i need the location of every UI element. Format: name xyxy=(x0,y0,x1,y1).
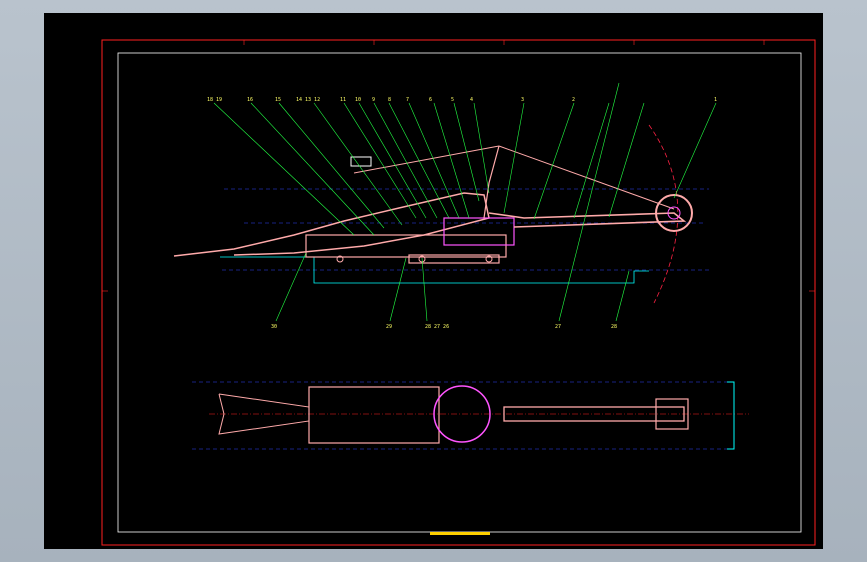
plan-bucket-wheel-boom xyxy=(503,406,685,422)
label-28: 28 xyxy=(611,324,617,330)
plan-main-body xyxy=(308,386,440,444)
label-30: 30 xyxy=(271,324,277,330)
label-6: 6 xyxy=(429,97,432,103)
lower-leader-lines xyxy=(275,82,630,322)
plan-bucket-wheel xyxy=(655,398,689,430)
label-3: 3 xyxy=(521,97,524,103)
label-18-19: 18 19 xyxy=(207,97,222,103)
label-14-13-12: 14 13 12 xyxy=(296,97,320,103)
bucket-wheel-boom xyxy=(488,212,687,228)
lower-labels: 30 29 28 27 26 27 28 xyxy=(271,324,617,330)
plan-view xyxy=(192,381,749,450)
label-5: 5 xyxy=(451,97,454,103)
label-4: 4 xyxy=(470,97,473,103)
plan-discharge-boom xyxy=(218,393,310,435)
cad-viewport[interactable]: 18 19 16 15 14 13 12 11 10 9 8 7 6 5 4 3… xyxy=(44,13,823,549)
mast-stay-rear xyxy=(353,145,500,174)
ground-line xyxy=(220,256,649,284)
upper-leader-lines xyxy=(213,102,717,236)
plan-end-bracket xyxy=(727,381,735,450)
label-16: 16 xyxy=(247,97,253,103)
label-11: 11 xyxy=(340,97,346,103)
label-1: 1 xyxy=(714,97,717,103)
label-29: 29 xyxy=(386,324,392,330)
crawler-tracks xyxy=(408,254,500,264)
label-8: 8 xyxy=(388,97,391,103)
outer-border xyxy=(101,39,816,546)
label-2: 2 xyxy=(572,97,575,103)
label-28-27-26: 28 27 26 xyxy=(425,324,449,330)
cad-drawing: 18 19 16 15 14 13 12 11 10 9 8 7 6 5 4 3… xyxy=(101,39,816,546)
label-7: 7 xyxy=(406,97,409,103)
counterweight xyxy=(350,156,372,167)
bucket-wheel xyxy=(655,194,693,232)
label-10: 10 xyxy=(355,97,361,103)
plan-slewing-ring xyxy=(433,385,491,443)
slewing-section xyxy=(443,217,515,246)
frame-ticks xyxy=(102,40,815,292)
label-9: 9 xyxy=(372,97,375,103)
mast xyxy=(483,145,500,219)
discharge-boom xyxy=(173,192,490,257)
upper-labels: 18 19 16 15 14 13 12 11 10 9 8 7 6 5 4 3… xyxy=(207,97,717,103)
title-bar xyxy=(430,532,490,535)
label-15: 15 xyxy=(275,97,281,103)
label-27: 27 xyxy=(555,324,561,330)
main-frame xyxy=(305,234,507,258)
